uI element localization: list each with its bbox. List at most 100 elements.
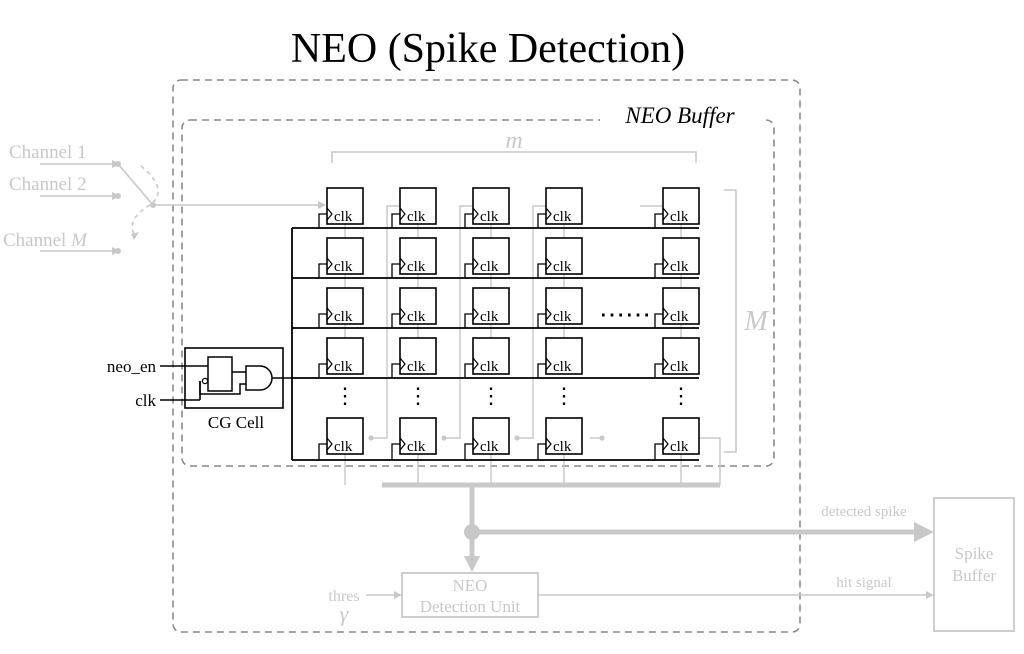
register-clk-label: clk [334, 359, 353, 375]
last-column-output [699, 437, 721, 485]
clock-triangle-icon [472, 307, 479, 321]
register-cell: clk [662, 417, 700, 455]
column-feed-node [441, 435, 447, 441]
register-clk-label: clk [670, 359, 689, 375]
hit-arrow [926, 591, 934, 599]
clock-triangle-icon [326, 207, 333, 221]
register-cell-box [326, 417, 364, 455]
cell-clock-tap [318, 313, 327, 328]
channel-M-prefix: Channel [3, 230, 71, 251]
register-cell: clk [326, 337, 364, 375]
register-clk-label: clk [480, 439, 499, 455]
register-clk-label: clk [553, 359, 572, 375]
register-cell: clk [326, 187, 364, 225]
column-feed-path [517, 205, 546, 439]
cell-clock-tap [654, 363, 663, 378]
cell-clock-tap [318, 363, 327, 378]
mux-rotation-arrow [131, 232, 139, 240]
grid-data-paths [344, 205, 721, 485]
column-ellipsis: ⋮⋮⋮⋮⋮ [334, 383, 692, 408]
column-ellipsis-mark: ⋮ [407, 383, 429, 408]
clock-triangle-icon [545, 207, 552, 221]
cell-clock-tap [391, 213, 400, 228]
clock-triangle-icon [662, 257, 669, 271]
register-cell: clk [472, 337, 510, 375]
clock-triangle-icon [662, 437, 669, 451]
clock-triangle-icon [545, 257, 552, 271]
m-brace [331, 151, 697, 163]
cell-clock-tap [318, 213, 327, 228]
clock-triangle-icon [545, 357, 552, 371]
cell-clock-tap [318, 443, 327, 460]
thres-label: thres [328, 588, 359, 605]
clock-triangle-icon [399, 207, 406, 221]
cell-clock-tap [537, 363, 546, 378]
cell-clock-tap [537, 313, 546, 328]
register-clk-label: clk [553, 439, 572, 455]
spike-buffer-line1: Spike [955, 544, 994, 563]
register-cell-box [545, 417, 583, 455]
clock-triangle-icon [326, 257, 333, 271]
register-clk-label: clk [334, 209, 353, 225]
register-clk-label: clk [670, 259, 689, 275]
bus-junction [464, 524, 480, 540]
cell-clock-tap [464, 263, 473, 278]
cell-clock-tap [391, 263, 400, 278]
clock-triangle-icon [472, 207, 479, 221]
register-cell: clk [472, 287, 510, 325]
column-feed-node [514, 435, 520, 441]
cg-cell-label: CG Cell [208, 413, 264, 432]
clock-triangle-icon [662, 307, 669, 321]
clock-triangle-icon [326, 357, 333, 371]
cg-latch [207, 356, 233, 392]
register-cell: clk [326, 287, 364, 325]
cell-clock-tap [537, 213, 546, 228]
register-clk-label: clk [334, 439, 353, 455]
clock-triangle-icon [472, 357, 479, 371]
register-clk-label: clk [480, 209, 499, 225]
register-clk-label: clk [407, 439, 426, 455]
register-cell-box [472, 237, 510, 275]
latch-clock-inversion [201, 377, 209, 385]
clock-triangle-icon [399, 437, 406, 451]
clock-triangle-icon [545, 437, 552, 451]
column-ellipsis-mark: ⋮ [670, 383, 692, 408]
m-label: m [505, 128, 522, 154]
register-cell: clk [545, 237, 583, 275]
register-clk-label: clk [670, 439, 689, 455]
cell-clock-tap [654, 313, 663, 328]
clock-triangle-icon [326, 307, 333, 321]
spike-buffer-line2: Buffer [952, 566, 996, 585]
row-ellipsis: ⋯⋯ [599, 300, 651, 329]
cell-clock-tap [654, 443, 663, 460]
cell-clock-tap [464, 443, 473, 460]
clock-triangle-icon [662, 357, 669, 371]
column-feed-node [599, 435, 605, 441]
cell-clock-tap [391, 313, 400, 328]
column-ellipsis-mark: ⋮ [553, 383, 575, 408]
channel-mux: Channel 1 Channel 2 Channel M [3, 142, 326, 255]
spike-buffer-box [933, 497, 1015, 632]
register-cell-box [545, 187, 583, 225]
register-clk-label: clk [407, 359, 426, 375]
cell-clock-tap [654, 263, 663, 278]
cell-clock-tap [537, 443, 546, 460]
register-cell-box [662, 187, 700, 225]
cell-clock-tap [464, 363, 473, 378]
detection-unit-line2: Detection Unit [420, 597, 521, 616]
cell-clock-tap [654, 213, 663, 228]
register-cell-box [545, 337, 583, 375]
gamma-symbol: γ [340, 601, 350, 626]
channel-2-node [115, 193, 121, 199]
register-cell: clk [662, 337, 700, 375]
register-cell-box [399, 287, 437, 325]
register-cell-box [545, 237, 583, 275]
register-cell: clk [545, 287, 583, 325]
clock-triangle-icon [472, 437, 479, 451]
register-clk-label: clk [407, 259, 426, 275]
clock-triangle-icon [326, 437, 333, 451]
register-clk-label: clk [334, 309, 353, 325]
register-cell: clk [545, 337, 583, 375]
M-label: M [743, 306, 769, 337]
